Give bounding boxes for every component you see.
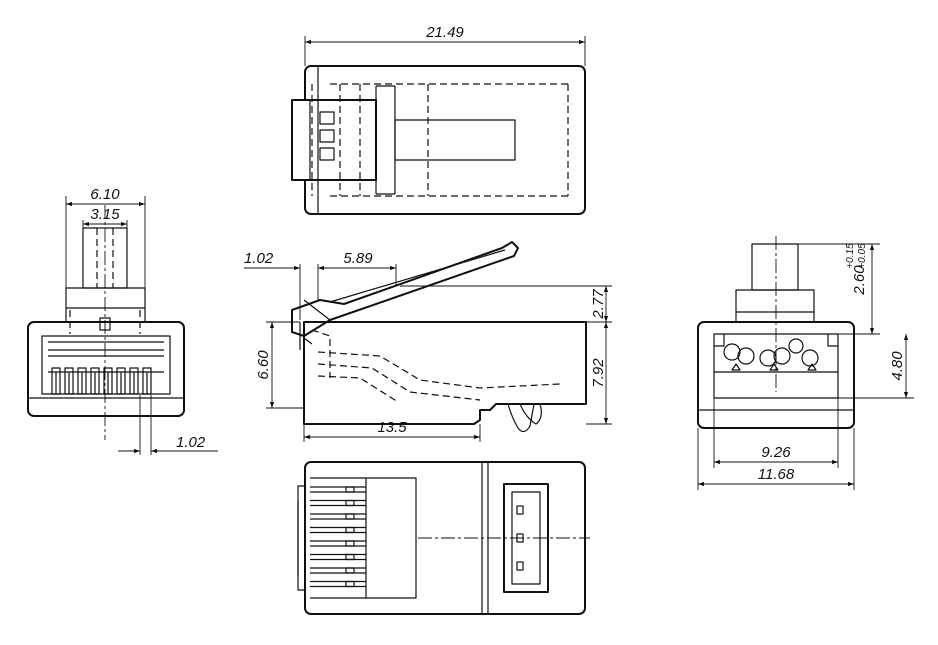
dim-contact-pitch: 1.02 [118, 395, 218, 455]
side-view [291, 241, 587, 433]
dim-label-side-latch: 5.89 [343, 250, 373, 267]
dim-latch-height: 2.77 [400, 285, 612, 323]
dim-label-rear-outer-width: 11.68 [758, 466, 795, 483]
dim-rear-height: 4.80 [838, 334, 914, 399]
dim-front-width: 6.10 [65, 186, 146, 288]
dim-side-bottom: 13.5 [303, 419, 481, 442]
dim-label-rear-tol-plus: +0.15 [845, 243, 856, 269]
dim-side-latch: 5.89 [318, 250, 397, 286]
rear-view [697, 236, 855, 429]
dim-rear-outer-width: 11.68 [697, 428, 855, 490]
dim-side-height-left: 6.60 [255, 321, 304, 409]
front-view-contacts [48, 367, 164, 395]
front-view [27, 227, 185, 417]
dim-side-height-right: 7.92 [586, 322, 612, 425]
dim-label-side-bottom: 13.5 [377, 419, 407, 436]
dim-label-rear-tab: 2.60 [851, 265, 868, 296]
top-view-body [304, 65, 586, 215]
dim-rear-tab: 2.60 +0.15 +0.05 [798, 243, 880, 335]
bottom-view-contacts [310, 486, 366, 588]
dim-label-rear-inner-width: 9.26 [761, 444, 791, 461]
dim-label-contact-pitch: 1.02 [176, 434, 206, 451]
top-view-tab [394, 119, 516, 161]
dim-label-side-height-left: 6.60 [255, 350, 272, 380]
dim-label-latch-height: 2.77 [590, 289, 607, 320]
dim-label-side-height-right: 7.92 [590, 358, 607, 388]
bottom-view [297, 461, 590, 615]
front-view-body [27, 321, 185, 417]
top-view [291, 65, 586, 215]
dim-label-side-tip: 1.02 [244, 250, 274, 267]
rear-view-tab [751, 243, 799, 291]
dim-label-rear-tol-minus: +0.05 [857, 243, 868, 269]
dim-label-top-length: 21.49 [425, 24, 464, 41]
dim-label-rear-height: 4.80 [889, 351, 906, 381]
dim-top-length: 21.49 [304, 24, 586, 66]
dim-rear-inner-width: 9.26 [713, 398, 839, 468]
side-view-body [303, 321, 587, 425]
dim-label-front-width: 6.10 [90, 186, 120, 203]
